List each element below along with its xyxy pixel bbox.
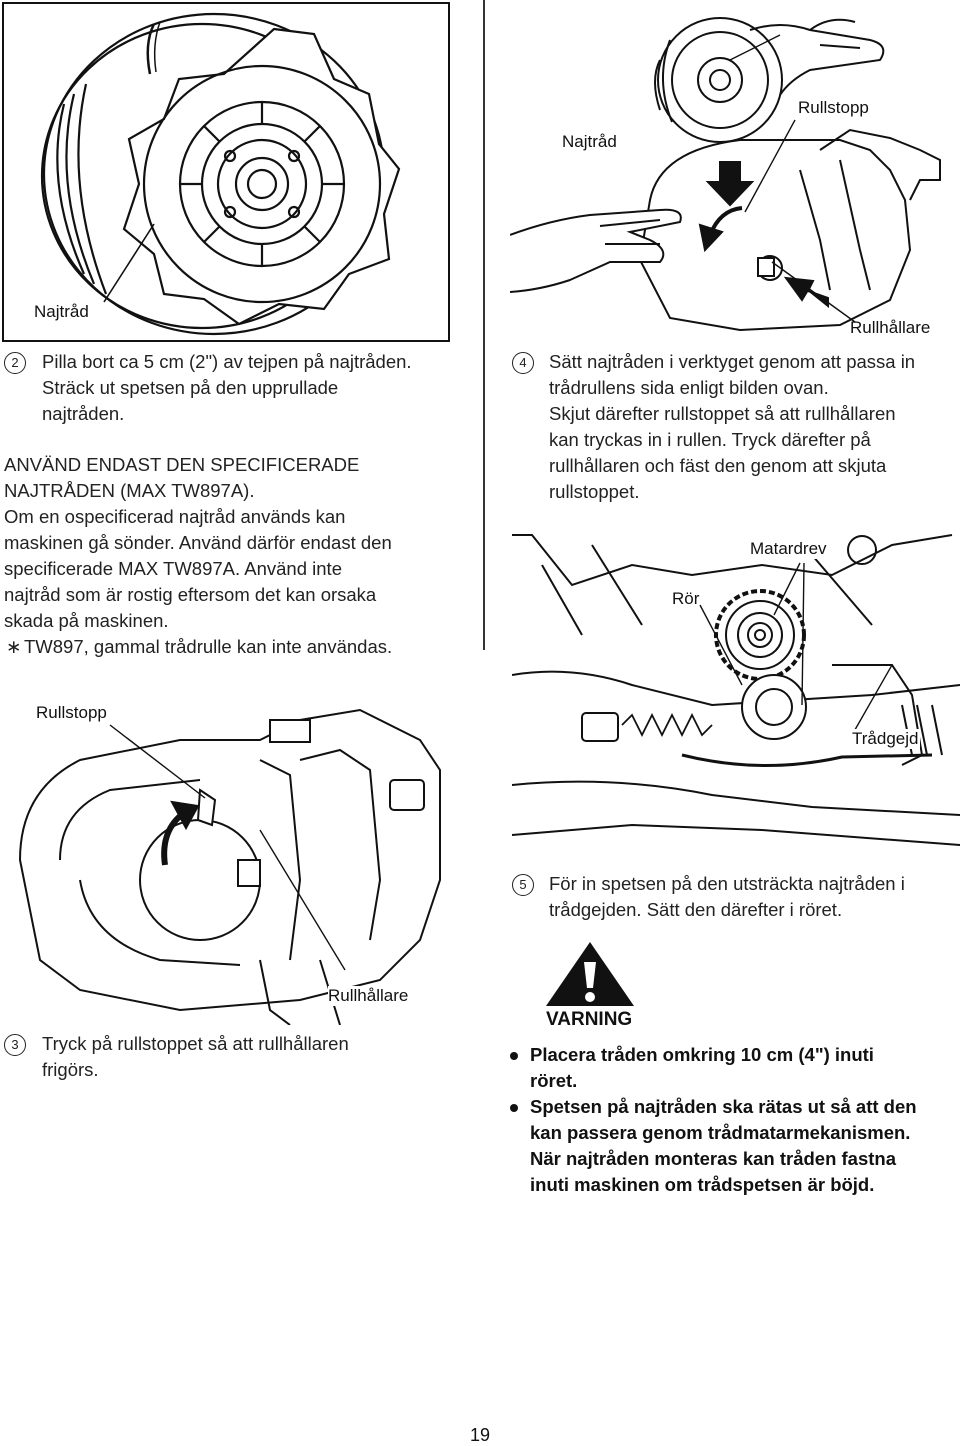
step5-line: För in spetsen på den utsträckta najtråd… (549, 873, 905, 894)
label-rullstopp: Rullstopp (36, 703, 107, 723)
label-ror: Rör (672, 589, 700, 609)
notice-block: ANVÄND ENDAST DEN SPECIFICERADE NAJTRÅDE… (4, 452, 474, 660)
warning-line: inuti maskinen om trådspetsen är böjd. (530, 1174, 875, 1195)
label-matardrev: Matardrev (748, 539, 829, 559)
label-najtrad: Najtråd (562, 132, 617, 151)
step4-line: Sätt najtråden i verktyget genom att pas… (549, 351, 916, 372)
step2-line: Sträck ut spetsen på den upprullade (42, 377, 339, 398)
wire-guide-illustration (512, 534, 960, 846)
label-rullstopp: Rullstopp (798, 98, 869, 117)
label-najtrad: Najtråd (34, 302, 89, 321)
step4-line: rullstoppet. (549, 481, 640, 502)
figure-insert-reel: Najtråd Rullstopp Rullhållare (510, 0, 960, 345)
step2-text: Pilla bort ca 5 cm (2") av tejpen på naj… (42, 349, 472, 427)
step-number-4: 4 (512, 352, 534, 374)
step4-text: Sätt najtråden i verktyget genom att pas… (549, 349, 959, 505)
warning-title: VARNING (546, 1009, 633, 1030)
notice-line: specificerade MAX TW897A. Använd inte (4, 558, 342, 579)
figure-wire-guide: Matardrev Rör Trådgejd (512, 525, 960, 857)
step-number-3: 3 (4, 1034, 26, 1056)
warning-icon (542, 938, 638, 1010)
asterisk-icon: ∗ (6, 636, 22, 657)
step3-text: Tryck på rullstoppet så att rullhållaren… (42, 1031, 472, 1083)
step4-line: trådrullens sida enligt bilden ovan. (549, 377, 829, 398)
notice-note-text: TW897, gammal trådrulle kan inte använda… (24, 636, 393, 657)
notice-heading-line: ANVÄND ENDAST DEN SPECIFICERADE (4, 454, 360, 475)
figure-wire-reel: Najtråd (2, 2, 450, 342)
step-number-5: 5 (512, 874, 534, 896)
warning-line: röret. (530, 1070, 578, 1091)
step2-line: Pilla bort ca 5 cm (2") av tejpen på naj… (42, 351, 412, 372)
step4-line: Skjut därefter rullstoppet så att rullhå… (549, 403, 896, 424)
column-divider (483, 0, 485, 650)
wire-reel-illustration (40, 12, 401, 336)
figure-release-reel: Rullstopp Rullhållare (0, 680, 470, 1025)
warning-bullet-2: Spetsen på najtråden ska rätas ut så att… (530, 1094, 960, 1198)
step4-line: rullhållaren och fäst den genom att skju… (549, 455, 887, 476)
step3-line: frigörs. (42, 1059, 99, 1080)
label-rullhallare: Rullhållare (850, 318, 931, 337)
step2-line: najtråden. (42, 403, 125, 424)
warning-line: kan passera genom trådmatarmekanismen. (530, 1122, 911, 1143)
notice-line: Om en ospecificerad najtråd används kan (4, 506, 346, 527)
label-tradgejd: Trådgejd (850, 729, 921, 749)
step5-line: trådgejden. Sätt den därefter i röret. (549, 899, 843, 920)
step3-line: Tryck på rullstoppet så att rullhållaren (42, 1033, 349, 1054)
warning-line: Placera tråden omkring 10 cm (4") inuti (530, 1044, 874, 1065)
notice-heading-line: NAJTRÅDEN (MAX TW897A). (4, 480, 255, 501)
notice-note: ∗TW897, gammal trådrulle kan inte använd… (4, 634, 474, 660)
label-rullhallare: Rullhållare (328, 986, 409, 1006)
bullet-icon (510, 1104, 518, 1112)
warning-line: När najtråden monteras kan tråden fastna (530, 1148, 896, 1169)
tool-insert-illustration (510, 17, 941, 332)
bullet-icon (510, 1052, 518, 1060)
notice-line: skada på maskinen. (4, 610, 169, 631)
step-number-2: 2 (4, 352, 26, 374)
notice-line: maskinen gå sönder. Använd därför endast… (4, 532, 392, 553)
tool-release-illustration (18, 708, 441, 1025)
step4-line: kan tryckas in i rullen. Tryck därefter … (549, 429, 871, 450)
warning-line: Spetsen på najtråden ska rätas ut så att… (530, 1096, 917, 1117)
notice-line: najtråd som är rostig eftersom det kan o… (4, 584, 377, 605)
step5-text: För in spetsen på den utsträckta najtråd… (549, 871, 959, 923)
page-number: 19 (469, 1425, 491, 1445)
warning-bullet-1: Placera tråden omkring 10 cm (4") inuti … (530, 1042, 960, 1094)
